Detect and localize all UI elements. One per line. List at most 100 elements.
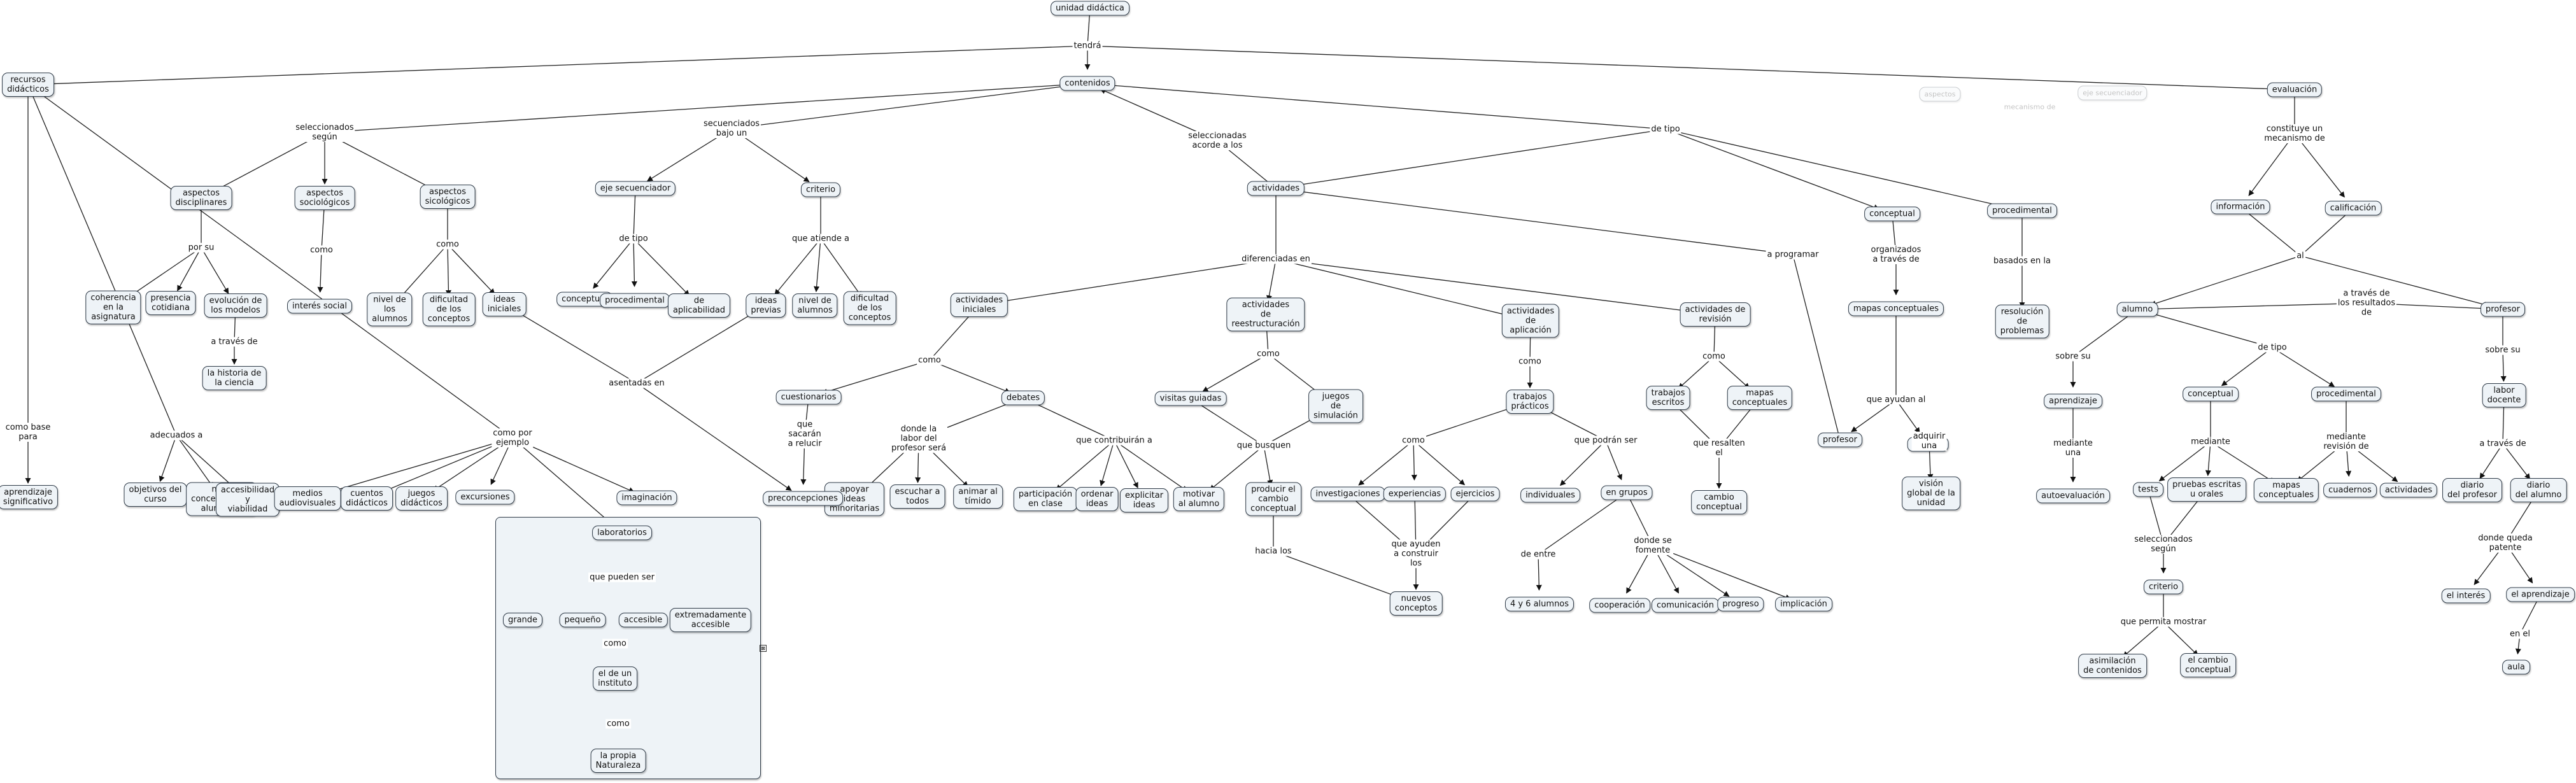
concept-vision[interactable]: visión global de la unidad [1902,476,1960,511]
concept-asp-disc[interactable]: aspectos disciplinares [170,186,232,210]
concept-tests[interactable]: tests [2133,482,2163,497]
concept-accesible[interactable]: accesible [618,612,668,628]
concept-preconcepciones[interactable]: preconcepciones [763,491,843,506]
concept-animar[interactable]: animar al tímido [953,484,1003,509]
concept-juegos-sim[interactable]: juegos de simulación [1308,389,1363,423]
concept-eje-sec[interactable]: eje secuenciador [595,181,676,196]
link-phrase-de-tipo-eval[interactable]: de tipo [2256,342,2288,353]
concept-cambio-conc[interactable]: cambio conceptual [1691,490,1747,514]
link-phrase-seleccionados-segun[interactable]: seleccionados según [2133,535,2194,554]
concept-asimilacion[interactable]: asimilación de contenidos [2078,654,2147,678]
concept-cuatro-seis[interactable]: 4 y 6 alumnos [1504,596,1575,612]
link-phrase-mecanismo-faded[interactable]: mecanismo de [2004,102,2056,111]
link-phrase-al[interactable]: al [2295,251,2305,261]
concept-act-aplic[interactable]: actividades de aplicación [1501,304,1560,338]
concept-laboratorios[interactable]: laboratorios [592,525,652,540]
concept-cuadernos[interactable]: cuadernos [2323,483,2377,498]
concept-diario-prof[interactable]: diario del profesor [2442,478,2502,502]
link-phrase-como-sic[interactable]: como [435,239,460,250]
concept-alumno-b[interactable]: alumno [2116,302,2158,317]
link-phrase-como-por[interactable]: como por ejemplo [492,428,534,448]
concept-unidad[interactable]: unidad didáctica [1051,1,1129,16]
concept-imaginacion[interactable]: imaginación [616,490,677,505]
link-phrase-que-ayuden[interactable]: que ayuden a construir los [1390,539,1442,568]
concept-nuevos[interactable]: nuevos conceptos [1389,591,1443,616]
link-phrase-organizados[interactable]: organizados a través de [1869,245,1923,264]
concept-act-rev[interactable]: actividades de revisión [1680,302,1751,327]
concept-aprendizaje-sig[interactable]: aprendizaje significativo [0,485,59,509]
concept-autoevaluacion[interactable]: autoevaluación [2036,488,2110,504]
concept-dificultad[interactable]: dificultad de los conceptos [422,292,476,327]
link-phrase-como-reest[interactable]: como [1256,349,1281,359]
concept-medios[interactable]: medios audiovisuales [274,486,341,511]
concept-instituto[interactable]: el de un instituto [593,667,637,691]
concept-procedimental-b[interactable]: procedimental [1987,203,2057,218]
link-phrase-como-lab2[interactable]: como [605,719,631,729]
concept-resolucion[interactable]: resolución de problemas [1995,304,2049,339]
concept-juegos-did[interactable]: juegos didácticos [395,486,448,511]
concept-excursiones[interactable]: excursiones [455,490,515,505]
link-phrase-basados[interactable]: basados en la [1992,256,2053,266]
link-phrase-secuenciados[interactable]: secuenciados bajo un [702,119,761,138]
link-phrase-constituye[interactable]: constituye un mecanismo de [2263,124,2326,143]
concept-producir[interactable]: producir el cambio conceptual [1245,482,1301,516]
link-phrase-sobre-su-b[interactable]: sobre su [2484,345,2522,355]
concept-profesor-b[interactable]: profesor [2480,302,2525,317]
link-phrase-que-resalten[interactable]: que resalten el [1692,439,1746,458]
link-phrase-como-ini[interactable]: como [917,355,942,365]
link-phrase-de-tipo-top[interactable]: de tipo [1650,124,1681,134]
link-phrase-mediante-a[interactable]: mediante [2190,437,2232,447]
link-phrase-que-pueden[interactable]: que pueden ser [588,572,656,582]
concept-interes[interactable]: interés social [287,299,352,314]
link-phrase-a-traves-resultados[interactable]: a través de los resultados de [2336,288,2397,318]
concept-participacion[interactable]: participación en clase [1013,487,1078,511]
concept-criterio-a[interactable]: criterio [800,182,841,197]
link-phrase-donde-fomente[interactable]: donde se fomente [1632,536,1673,555]
link-phrase-que-contribuiran[interactable]: que contribuirán a [1075,435,1154,446]
concept-eje-faded[interactable]: eje secuenciador [2077,85,2148,101]
concept-procedimental-a[interactable]: procedimental [600,293,670,308]
link-phrase-seleccionadas[interactable]: seleccionadas acorde a los [1187,131,1248,150]
link-phrase-como-aplic[interactable]: como [1517,356,1543,367]
link-phrase-que-busquen[interactable]: que busquen [1235,441,1292,451]
concept-accesibilidad[interactable]: accesibilidad y viabilidad [215,483,280,517]
link-phrase-como-tp[interactable]: como [1401,435,1426,446]
link-phrase-como-base[interactable]: como base para [4,423,52,442]
concept-recursos[interactable]: recursos didácticos [2,73,54,97]
link-phrase-adecuados[interactable]: adecuados a [148,430,204,441]
concept-aula[interactable]: aula [2502,660,2530,675]
link-phrase-donde-queda[interactable]: donde queda patente [2477,533,2534,553]
link-phrase-mediante-una[interactable]: mediante una [2052,439,2094,458]
concept-mapas-conc-a[interactable]: mapas conceptuales [1727,386,1793,410]
concept-apoyar[interactable]: apoyar ideas minoritarias [824,482,885,516]
link-phrase-como-lab1[interactable]: como [602,638,628,649]
concept-ideas-previas[interactable]: ideas previas [746,293,786,318]
concept-conceptual-a[interactable]: conceptual [556,292,612,307]
concept-en-grupos[interactable]: en grupos [1601,485,1653,500]
link-phrase-de-tipo-eje[interactable]: de tipo [618,234,649,244]
concept-asp-soc[interactable]: aspectos sociológicos [294,186,355,210]
link-phrase-que-podran[interactable]: que podrán ser [1573,435,1639,446]
link-phrase-tendra[interactable]: tendrá [1072,41,1103,51]
link-phrase-sobre-su-a[interactable]: sobre su [2054,351,2092,362]
concept-asp-sic[interactable]: aspectos sicológicos [420,185,476,209]
concept-actividades[interactable]: actividades [1247,181,1305,196]
concept-evolucion[interactable]: evolución de los modelos [204,293,267,318]
concept-aspectos-faded[interactable]: aspectos [1919,87,1961,102]
concept-escuchar[interactable]: escuchar a todos [889,484,945,509]
link-phrase-asentadas[interactable]: asentadas en [607,378,666,388]
concept-explicitar[interactable]: explicitar ideas [1119,488,1169,512]
concept-motivar[interactable]: motivar al alumno [1173,487,1225,511]
link-phrase-de-entre[interactable]: de entre [1519,549,1557,560]
concept-nivel-alumnos[interactable]: nivel de los alumnos [367,292,413,327]
concept-pruebas[interactable]: pruebas escritas u orales [2167,477,2246,502]
concept-coherencia[interactable]: coherencia en la asignatura [85,290,141,325]
link-phrase-a-traves-de-labor[interactable]: a través de [2478,439,2528,449]
concept-grande[interactable]: grande [502,612,543,628]
link-phrase-donde-labor[interactable]: donde la labor del profesor será [889,424,948,453]
concept-diario-alum[interactable]: diario del alumno [2510,478,2567,502]
concept-cuestionarios[interactable]: cuestionarios [775,390,842,405]
concept-conceptual-b[interactable]: conceptual [1864,206,1920,222]
concept-el-aprendizaje[interactable]: el aprendizaje [2506,587,2575,602]
link-phrase-hacia-los[interactable]: hacia los [1254,546,1293,556]
